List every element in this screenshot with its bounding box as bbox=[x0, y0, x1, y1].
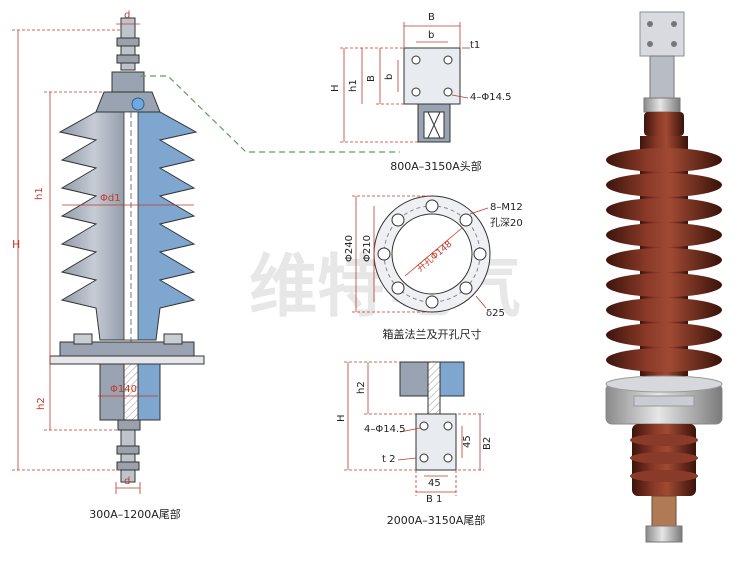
head-dim-b-side: b bbox=[384, 74, 395, 80]
bushing-photo bbox=[605, 11, 723, 543]
top-nut-2 bbox=[116, 54, 140, 64]
flange-dim-depth: 孔深20 bbox=[490, 217, 523, 229]
tail-detail: H h2 4–Φ14.5 t 2 45 B2 45 B 1 2000A–3150… bbox=[336, 361, 493, 527]
caption-left-tail: 300A–1200A尾部 bbox=[89, 507, 181, 521]
flange-dim-delta: δ25 bbox=[486, 308, 505, 319]
detail-marker bbox=[131, 97, 145, 111]
head-dim-b-top: b bbox=[428, 30, 434, 41]
tail-dim-45-h: 45 bbox=[428, 478, 441, 489]
detail-leader-line bbox=[140, 75, 400, 153]
head-dim-B: B bbox=[428, 12, 435, 23]
caption-head: 800A–3150A头部 bbox=[390, 159, 482, 173]
dim-d-top: d bbox=[124, 10, 130, 21]
tail-dim-holes: 4–Φ14.5 bbox=[364, 424, 406, 435]
left-bushing-section: H h1 h2 d d Φd1 Φ140 300A–1200A尾部 bbox=[12, 10, 400, 521]
tail-dim-H: H bbox=[336, 414, 347, 422]
flange-dim-phi210: Φ210 bbox=[362, 235, 373, 262]
head-dim-h1: h1 bbox=[348, 79, 359, 92]
left-dimension-lines bbox=[12, 23, 194, 494]
tail-dim-B1: B 1 bbox=[426, 494, 442, 505]
dim-phi-d1: Φd1 bbox=[100, 193, 121, 204]
photo-terminal-plate bbox=[639, 11, 685, 57]
dim-h2: h2 bbox=[36, 397, 47, 410]
head-dim-H: H bbox=[330, 84, 341, 92]
flange-inner-circle bbox=[391, 213, 473, 295]
head-plate bbox=[403, 47, 461, 105]
head-dim-t1: t1 bbox=[470, 40, 480, 51]
dim-phi140: Φ140 bbox=[110, 384, 137, 395]
flange-bolt-holes bbox=[377, 199, 487, 309]
top-cap bbox=[111, 71, 145, 93]
tail-dim-t2: t 2 bbox=[382, 454, 395, 465]
dim-h1: h1 bbox=[34, 187, 45, 200]
head-dim-B-side: B bbox=[366, 75, 377, 82]
tail-dim-h2: h2 bbox=[356, 381, 367, 394]
flange-dim-bolts: 8–M12 bbox=[490, 202, 523, 213]
head-detail: B b b B H h1 t1 4–Φ14.5 800A–3150A头部 bbox=[330, 12, 512, 173]
top-nut bbox=[116, 37, 140, 47]
dim-d-bottom: d bbox=[124, 476, 130, 487]
tail-dim-45-v: 45 bbox=[462, 435, 473, 448]
caption-flange: 箱盖法兰及开孔尺寸 bbox=[383, 327, 482, 341]
head-dim-holes: 4–Φ14.5 bbox=[470, 92, 512, 103]
bottom-terminal-stud bbox=[120, 429, 136, 483]
dim-H: H bbox=[12, 238, 20, 251]
tail-dim-B2: B2 bbox=[482, 437, 493, 450]
caption-right-tail: 2000A–3150A尾部 bbox=[387, 513, 486, 527]
flange-dim-phi240: Φ240 bbox=[344, 235, 355, 262]
photo-porcelain-sheds bbox=[606, 136, 722, 376]
flange-detail: Φ240 Φ210 开孔Φ148 8–M12 孔深20 δ25 箱盖法兰及开孔尺… bbox=[344, 195, 523, 341]
